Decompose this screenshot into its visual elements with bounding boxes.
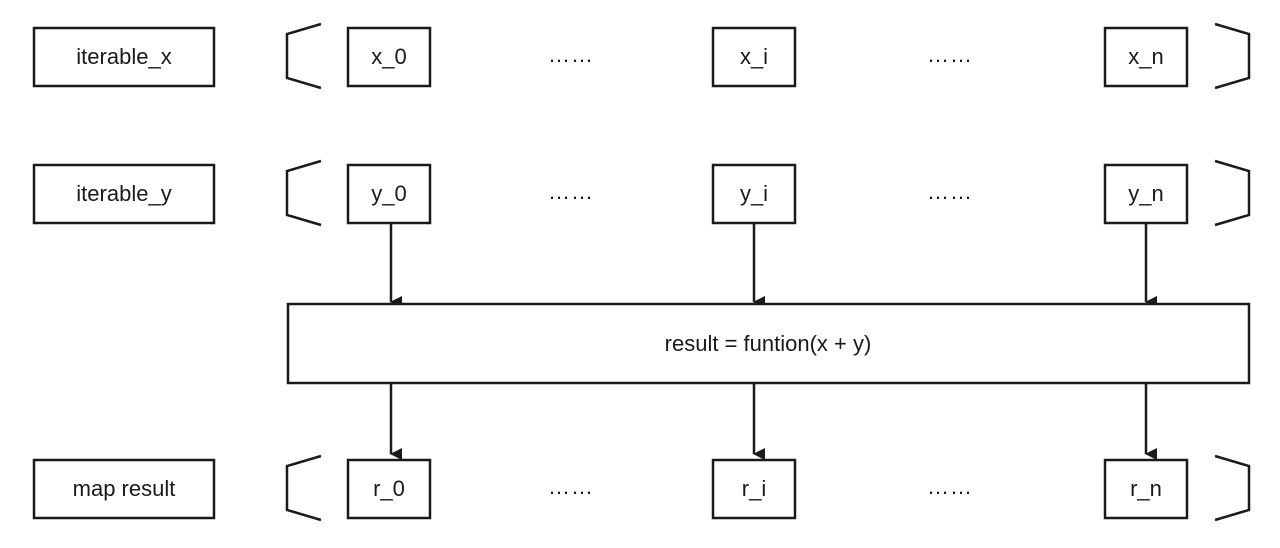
left-bracket [285,159,322,227]
row-iterable-x: iterable_x x_0 …… x_i …… x_n [32,22,1251,90]
function-box: result = funtion(x + y) [286,302,1251,385]
item-label: x_i [740,44,768,69]
ellipsis: …… [927,42,973,67]
left-bracket [285,454,322,522]
item-label: r_0 [373,476,405,501]
item-box [346,163,432,225]
ellipsis: …… [927,474,973,499]
item-label: y_i [740,181,768,206]
row-label: iterable_y [76,181,171,206]
ellipsis: …… [548,474,594,499]
ellipsis: …… [548,179,594,204]
right-bracket [1214,22,1251,90]
item-label: r_i [742,476,766,501]
row-label-box [32,458,216,520]
item-box [346,26,432,88]
right-bracket [1214,454,1251,522]
ellipsis: …… [927,179,973,204]
item-label: x_0 [371,44,406,69]
ellipsis: …… [548,42,594,67]
item-box [711,458,797,520]
item-label: r_n [1130,476,1162,501]
item-label: x_n [1128,44,1163,69]
function-box-rect [286,302,1251,385]
item-label: y_n [1128,181,1163,206]
item-label: y_0 [371,181,406,206]
item-box [1103,458,1189,520]
row-label-box [32,26,216,88]
item-box [346,458,432,520]
row-label: iterable_x [76,44,171,69]
right-bracket [1214,159,1251,227]
row-label: map result [73,476,176,501]
function-label: result = funtion(x + y) [665,331,872,356]
item-box [711,26,797,88]
item-box [1103,26,1189,88]
item-box [1103,163,1189,225]
left-bracket [285,22,322,90]
row-iterable-y: iterable_y y_0 …… y_i …… y_n [32,159,1251,227]
row-label-box [32,163,216,225]
row-map-result: map result r_0 …… r_i …… r_n [32,454,1251,522]
